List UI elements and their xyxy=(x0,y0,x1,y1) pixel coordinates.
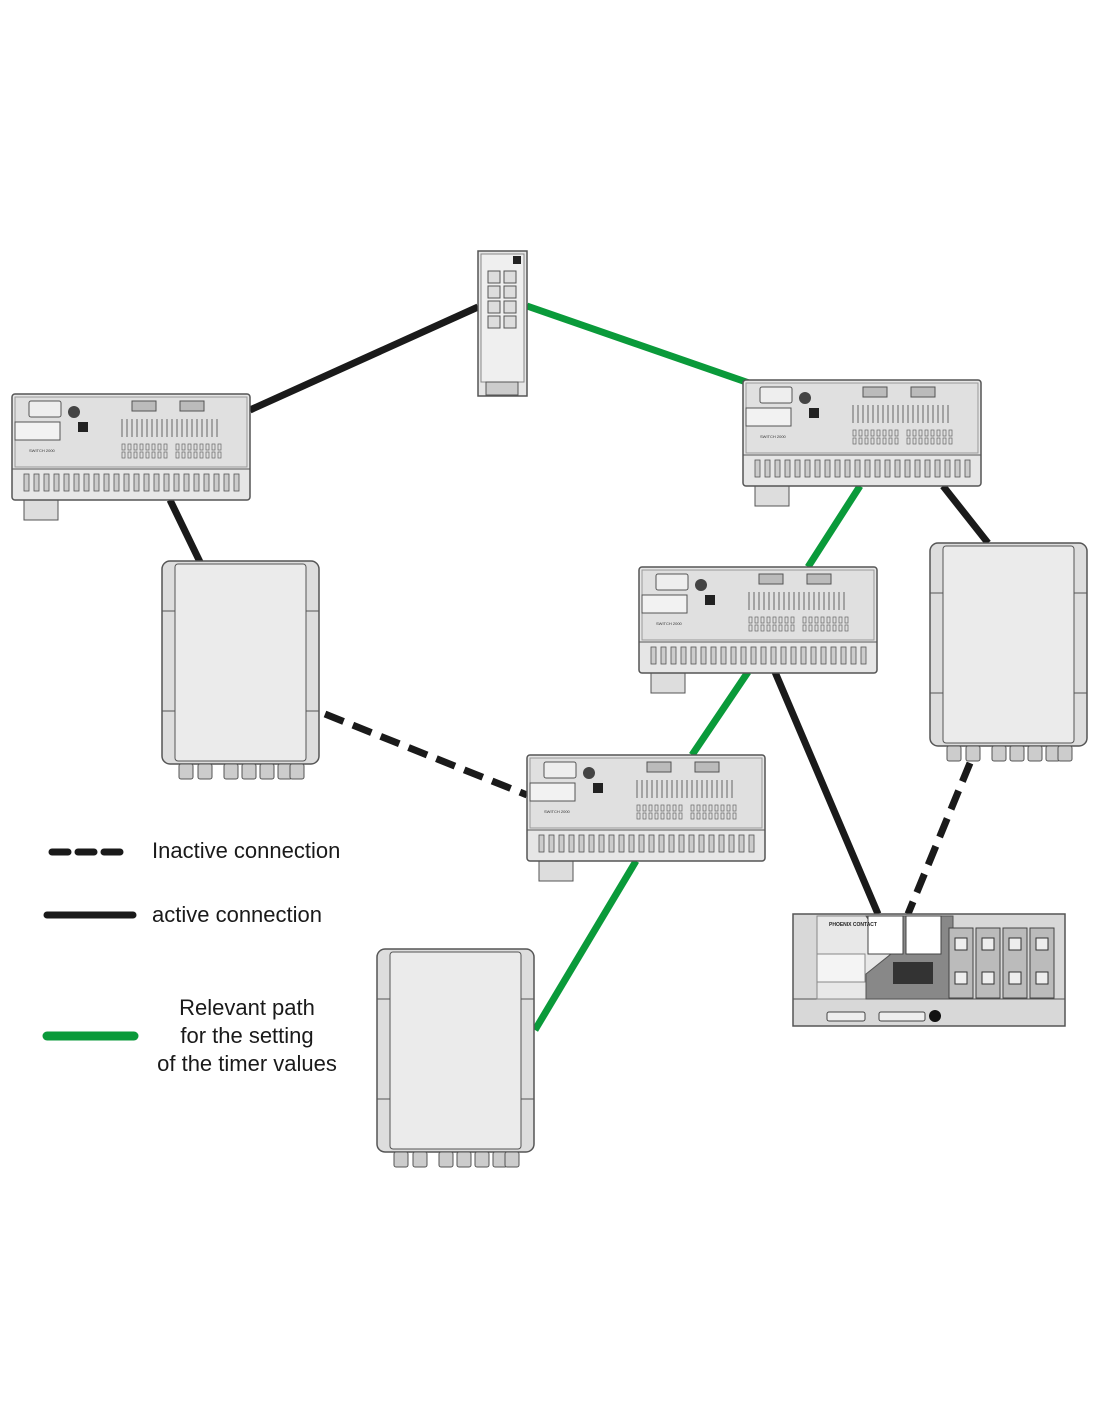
legend-inactive-label: Inactive connection xyxy=(152,838,341,863)
phoenix-contact-logo: PHOENIX CONTACT xyxy=(829,922,877,928)
legend-relevant-line-2: for the setting xyxy=(180,1023,314,1048)
active-connection xyxy=(248,303,480,414)
legend-relevant-line-1: Relevant path xyxy=(179,995,315,1020)
switch-model-label: SWITCH 2000 xyxy=(29,448,56,453)
relevant-path-connection xyxy=(531,859,640,1032)
switch-2000: SWITCH 2000 xyxy=(638,566,878,694)
switch-model-label: SWITCH 2000 xyxy=(760,434,787,439)
field-enclosure xyxy=(376,948,535,1168)
active-connection xyxy=(771,670,882,916)
switch-model-label: SWITCH 2000 xyxy=(544,809,571,814)
compact-switch xyxy=(477,250,528,397)
inactive-connection xyxy=(904,761,974,916)
connections xyxy=(166,302,991,1032)
inactive-connection xyxy=(323,710,529,799)
managed-switch-phoenix-contact: PHOENIX CONTACT xyxy=(792,913,1066,1027)
switch-2000: SWITCH 2000 xyxy=(11,393,251,521)
relevant-path-connection xyxy=(525,302,754,388)
legend-active-label: active connection xyxy=(152,902,322,927)
legend-relevant-line-3: of the timer values xyxy=(157,1051,337,1076)
field-enclosure xyxy=(161,560,320,780)
relevant-path-connection xyxy=(689,670,751,757)
switch-model-label: SWITCH 2000 xyxy=(656,621,683,626)
legend-relevant-path-label: Relevant path for the setting of the tim… xyxy=(117,994,377,1078)
active-connection xyxy=(940,483,991,546)
legend-lines xyxy=(42,848,139,1041)
active-connection xyxy=(166,498,204,564)
field-enclosure xyxy=(929,542,1088,762)
relevant-path-connection xyxy=(805,484,863,569)
switch-2000: SWITCH 2000 xyxy=(526,754,766,882)
switch-2000: SWITCH 2000 xyxy=(742,379,982,507)
